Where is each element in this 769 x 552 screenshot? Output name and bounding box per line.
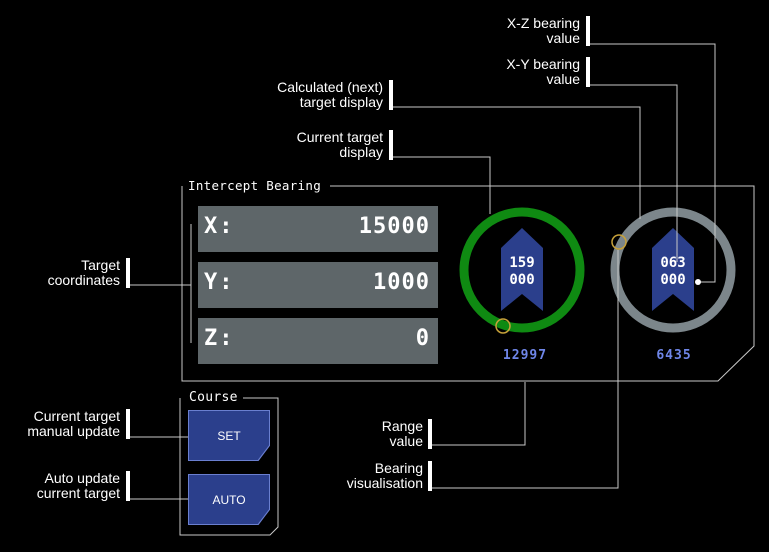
coord-value-x: 15000: [358, 214, 430, 239]
current-target-callout: Current target display: [296, 129, 383, 160]
auto-button[interactable]: AUTO: [189, 475, 269, 524]
xy-bearing-callout-bar: [586, 57, 590, 87]
coord-value-z: 0: [415, 326, 430, 351]
coord-field-x[interactable]: X: 15000: [198, 206, 438, 252]
calculated-xy-bearing: 063: [660, 255, 686, 271]
current-target-leader: [393, 156, 491, 214]
current-xz-bearing: 000: [509, 272, 535, 288]
xy-bearing-callout: X-Y bearing value: [506, 56, 580, 87]
bearing-visualisation-callout-bar: [428, 461, 432, 491]
intercept-panel-border: [181, 185, 755, 382]
manual-update-callout-bar: [126, 409, 130, 439]
calculated-xz-bearing: 000: [660, 272, 686, 288]
bearing-visualisation-leader: [430, 250, 619, 489]
xz-bearing-dot: [695, 279, 701, 285]
coord-label-x: X:: [204, 214, 235, 239]
auto-update-callout-bar: [126, 471, 130, 501]
auto-update-callout: Auto update current target: [36, 470, 120, 501]
current-bearing-marker: [495, 318, 511, 334]
range-leader: [430, 382, 526, 446]
range-value-callout: Range value: [381, 418, 423, 449]
calculated-target-callout-bar: [389, 80, 393, 110]
bearing-visualisation-callout: Bearing visualisation: [346, 460, 423, 491]
coord-label-y: Y:: [204, 270, 235, 295]
coord-value-y: 1000: [373, 270, 430, 295]
calculated-target-leader: [393, 106, 641, 219]
current-range-value: 12997: [502, 348, 548, 363]
target-coordinates-callout-bar: [126, 258, 130, 288]
current-xy-bearing: 159: [509, 255, 535, 271]
course-panel-border: [179, 397, 279, 536]
coord-label-z: Z:: [204, 326, 235, 351]
calculated-bearing-marker: [611, 234, 627, 250]
range-value-callout-bar: [428, 419, 432, 449]
calculated-bearing-chevron: [652, 228, 694, 311]
current-target-ring: [459, 207, 585, 333]
xy-bearing-leader: [590, 84, 678, 262]
course-panel-title: Course: [186, 390, 241, 405]
xz-bearing-leader: [590, 43, 716, 283]
current-target-callout-bar: [389, 130, 393, 160]
xz-bearing-callout-bar: [586, 16, 590, 46]
set-button[interactable]: SET: [189, 411, 269, 460]
calculated-target-callout: Calculated (next) target display: [277, 79, 383, 110]
manual-update-callout: Current target manual update: [27, 408, 120, 439]
target-coordinates-callout: Target coordinates: [47, 257, 120, 288]
current-bearing-chevron: [501, 228, 543, 311]
xz-bearing-callout: X-Z bearing value: [506, 15, 580, 46]
coord-field-y[interactable]: Y: 1000: [198, 262, 438, 308]
calculated-range-value: 6435: [656, 348, 692, 363]
intercept-panel-title: Intercept Bearing: [185, 178, 325, 193]
calculated-target-ring: [610, 207, 736, 333]
coord-field-z[interactable]: Z: 0: [198, 318, 438, 364]
